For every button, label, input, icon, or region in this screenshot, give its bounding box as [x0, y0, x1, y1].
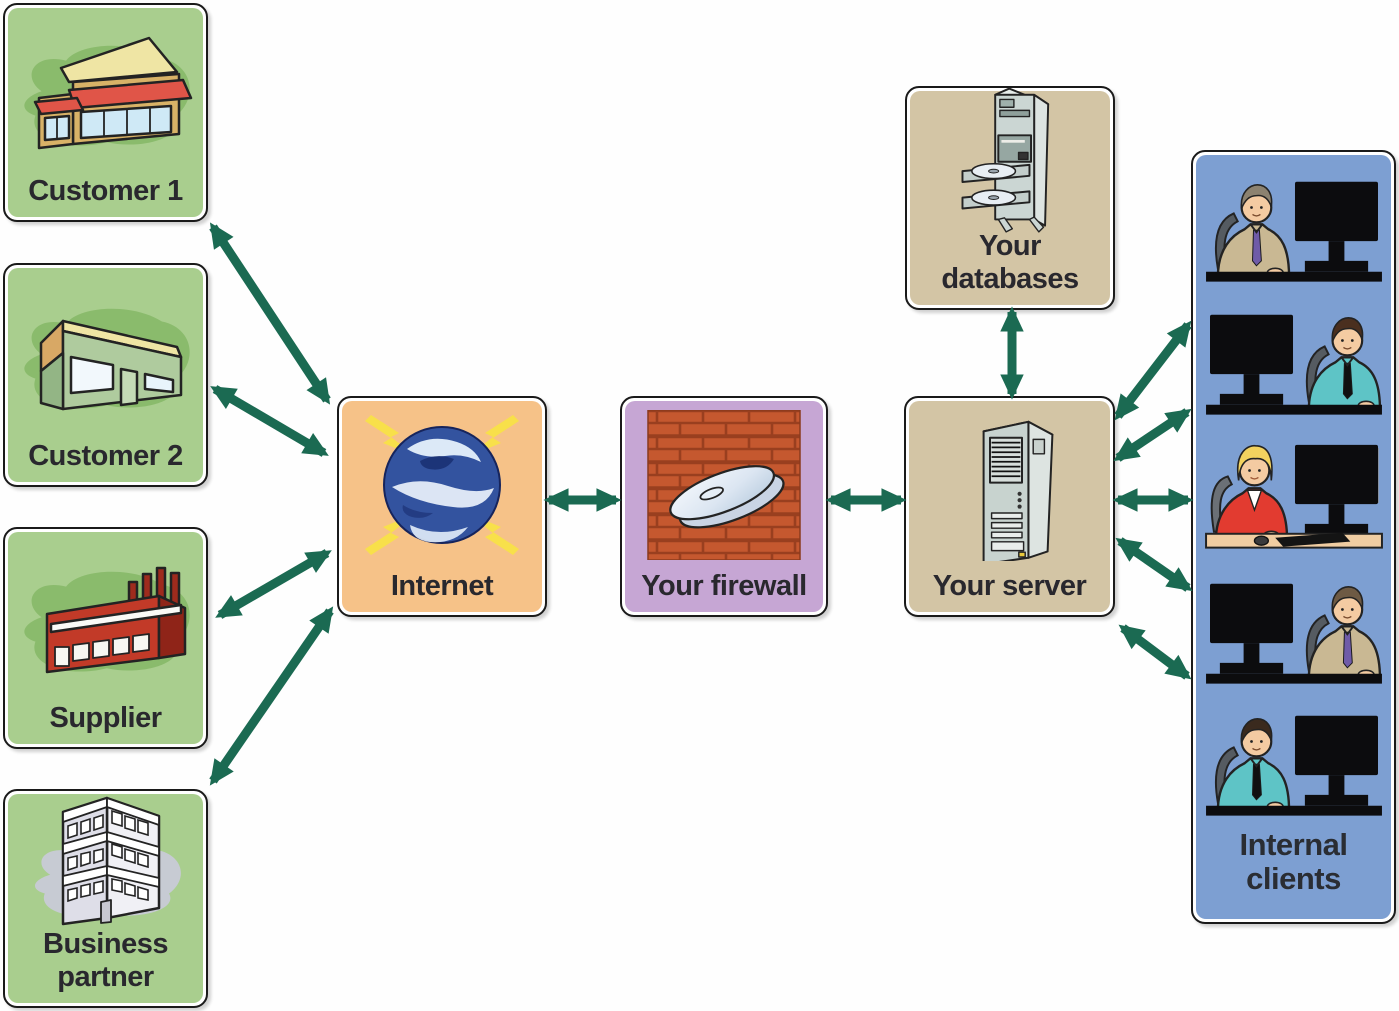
globe-lightning-icon [357, 401, 527, 570]
connection-customer1-internet [209, 222, 331, 405]
brick-wall-cd-icon [646, 401, 802, 570]
node-firewall: Your firewall [620, 396, 828, 617]
connection-business_partner-internet [209, 606, 334, 786]
node-label: Your firewall [641, 569, 807, 602]
server-tower-icon [935, 401, 1085, 570]
people-at-computers-icon [1203, 155, 1385, 828]
client-workstation-1 [1205, 181, 1382, 282]
database-tower-icon [935, 87, 1085, 233]
client-workstation-2 [1205, 314, 1382, 415]
node-internet: Internet [337, 396, 547, 617]
client-workstation-4 [1205, 583, 1382, 684]
factory-icon [11, 532, 201, 702]
connection-supplier-internet [215, 549, 332, 619]
connection-server-client5 [1118, 624, 1192, 680]
node-label: Your server [932, 569, 1087, 602]
client-workstation-3 [1204, 444, 1383, 549]
storefront-icon [11, 8, 201, 175]
node-supplier: Supplier [3, 527, 208, 749]
node-customer1: Customer 1 [3, 3, 208, 222]
connection-server-client2 [1113, 408, 1192, 462]
office-building-icon [11, 794, 201, 928]
green-building-icon [11, 268, 201, 440]
node-label: Supplier [49, 701, 162, 734]
client-workstation-5 [1205, 715, 1382, 816]
node-internal-clients: Internal clients [1191, 150, 1396, 924]
node-label: Business partner [43, 928, 168, 993]
node-server: Your server [904, 396, 1115, 617]
node-customer2: Customer 2 [3, 263, 208, 487]
node-label: Your databases [941, 230, 1079, 295]
node-databases: Your databases [905, 86, 1115, 310]
node-label: Internet [390, 569, 494, 602]
node-label: Customer 1 [28, 174, 183, 207]
connection-server-client1 [1114, 320, 1192, 421]
node-label: Customer 2 [28, 439, 183, 472]
connection-customer2-internet [210, 385, 329, 457]
connection-server-client4 [1115, 537, 1193, 592]
node-business-partner: Business partner [3, 789, 208, 1008]
node-label: Internal clients [1239, 826, 1348, 897]
